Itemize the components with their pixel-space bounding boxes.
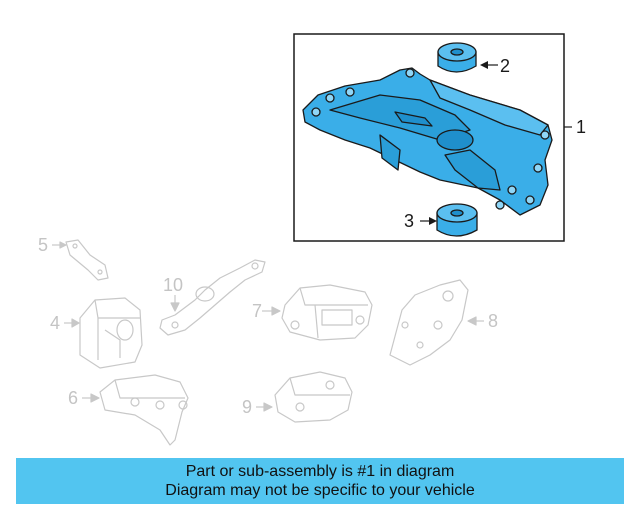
callout-2: 2	[500, 56, 511, 76]
callout-7: 7	[252, 301, 263, 321]
bracket-part-5[interactable]	[65, 239, 109, 281]
lower-mount-part-6[interactable]	[99, 374, 189, 446]
callout-9: 9	[242, 397, 253, 417]
highlight-frame	[293, 33, 565, 242]
callout-4: 4	[50, 313, 61, 333]
bushing-part-3[interactable]	[436, 203, 478, 237]
callout-8: 8	[488, 311, 499, 331]
notice-banner: Part or sub-assembly is #1 in diagram Di…	[16, 458, 624, 504]
notice-line-2: Diagram may not be specific to your vehi…	[165, 482, 475, 499]
callout-6: 6	[68, 388, 79, 408]
engine-mount-part-4[interactable]	[79, 297, 143, 369]
insulator-part-9[interactable]	[274, 371, 353, 423]
transmission-mount-part-7[interactable]	[281, 284, 373, 341]
subframe-part-1[interactable]	[302, 67, 553, 216]
bushing-part-2[interactable]	[437, 42, 477, 73]
bracket-part-8[interactable]	[389, 279, 469, 366]
notice-line-1: Part or sub-assembly is #1 in diagram	[185, 463, 455, 480]
callout-3: 3	[404, 211, 415, 231]
callout-1: 1	[576, 117, 587, 137]
callout-5: 5	[38, 235, 49, 255]
torque-rod-part-10[interactable]	[159, 259, 266, 336]
callout-10: 10	[163, 275, 184, 295]
